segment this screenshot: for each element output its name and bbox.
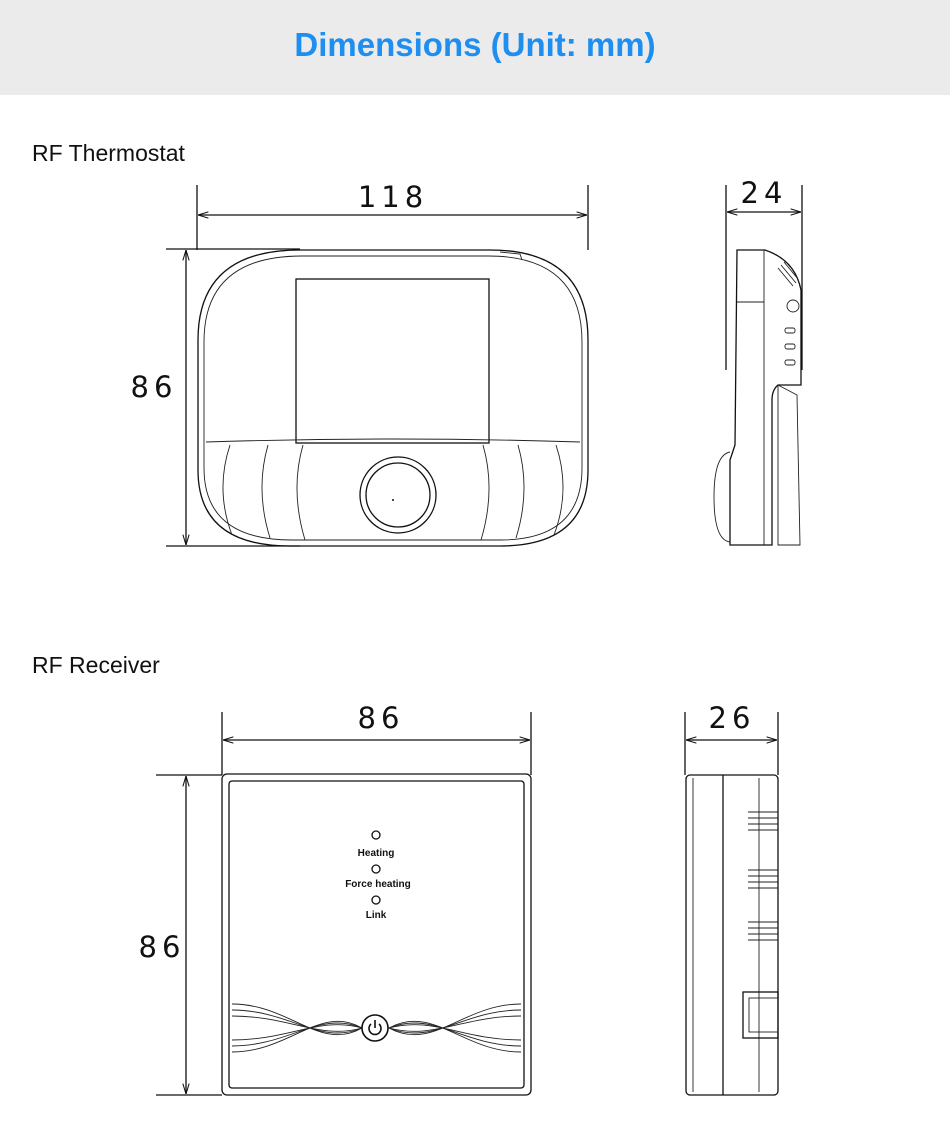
power-icon	[361, 1014, 389, 1042]
receiver-front-view: 86 86 Heating Force heating Link	[139, 701, 532, 1096]
receiver-width: 86	[358, 701, 405, 735]
control-knob	[359, 456, 437, 534]
led-label-link: Link	[366, 910, 387, 921]
receiver-section-label: RF Receiver	[32, 652, 160, 678]
thermostat-height: 86	[131, 370, 178, 404]
receiver-height: 86	[139, 930, 186, 964]
header-band: Dimensions (Unit: mm)	[0, 0, 950, 95]
led-heating	[371, 830, 381, 840]
thermostat-width: 118	[358, 180, 428, 214]
led-link	[371, 895, 381, 905]
thermostat-front-view: 118 86	[131, 180, 589, 547]
screen	[295, 278, 490, 444]
led-force-heating	[371, 864, 381, 874]
thermostat-section-label: RF Thermostat	[32, 140, 185, 166]
receiver-depth: 26	[709, 701, 756, 735]
led-label-heating: Heating	[358, 848, 395, 859]
thermostat-side-view: 24	[713, 176, 803, 546]
receiver-side-view: 26	[684, 701, 779, 1096]
page-title: Dimensions (Unit: mm)	[294, 26, 656, 63]
led-label-force-heating: Force heating	[345, 879, 411, 890]
thermostat-depth: 24	[741, 176, 788, 210]
